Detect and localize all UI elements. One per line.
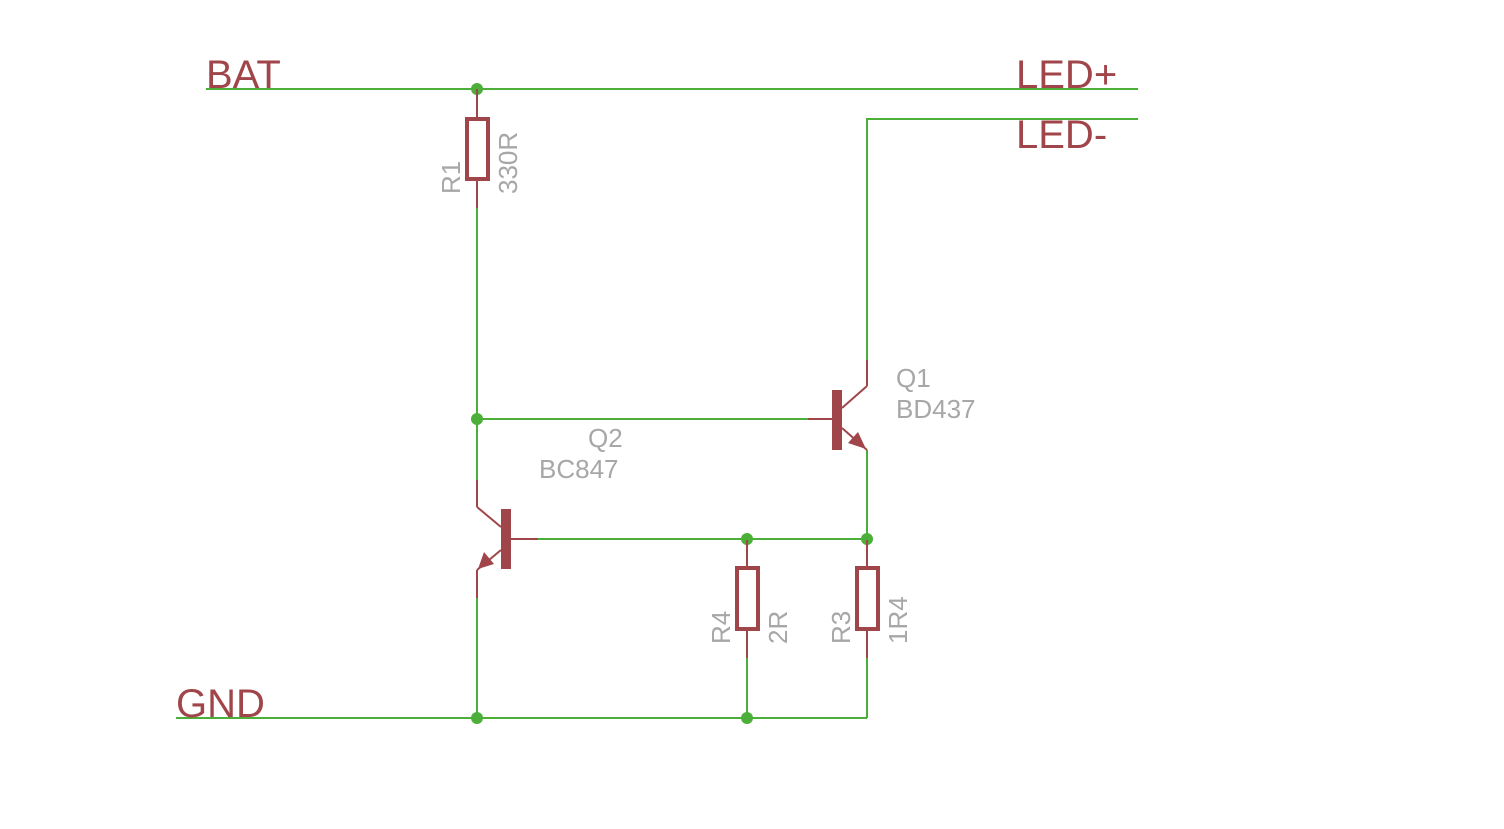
- q2-name: Q2: [588, 423, 623, 453]
- junction-dot: [471, 712, 483, 724]
- transistor-q2: Q2 BC847: [476, 423, 623, 598]
- junction-dot: [741, 533, 753, 545]
- q1-emitter-arrow-icon: [848, 432, 866, 449]
- r4-name: R4: [706, 611, 736, 644]
- junction-dot: [471, 413, 483, 425]
- q2-emitter-arrow-icon: [478, 552, 494, 569]
- junctions: [471, 83, 873, 724]
- net-label-led-plus: LED+: [1016, 53, 1117, 97]
- q1-name: Q1: [896, 363, 931, 393]
- junction-dot: [861, 533, 873, 545]
- q2-value: BC847: [539, 454, 619, 484]
- net-label-gnd: GND: [176, 682, 265, 726]
- r1-body: [465, 117, 490, 181]
- r4-body: [735, 566, 760, 631]
- junction-dot: [741, 712, 753, 724]
- q1-value: BD437: [896, 394, 976, 424]
- q2-collector-lead: [476, 506, 502, 528]
- r4-value: 2R: [763, 611, 793, 644]
- r3-body: [855, 566, 880, 631]
- r3-value: 1R4: [883, 596, 913, 644]
- led-minus-wire: [866, 118, 1138, 360]
- wires: [176, 88, 1138, 719]
- resistor-r4: R4 2R: [706, 540, 793, 658]
- q1-collector-lead: [841, 385, 868, 409]
- q1-base-bar: [832, 390, 842, 450]
- r1-value: 330R: [493, 132, 523, 194]
- net-label-bat: BAT: [206, 53, 281, 97]
- q2-base-bar: [501, 509, 511, 569]
- resistor-r1: R1 330R: [436, 89, 523, 208]
- r1-name: R1: [436, 161, 466, 194]
- r3-name: R3: [826, 611, 856, 644]
- net-label-led-minus: LED-: [1016, 113, 1107, 157]
- transistor-q1: Q1 BD437: [808, 360, 976, 451]
- net-labels: BAT LED+ LED- GND: [176, 53, 1117, 726]
- resistor-r3: R3 1R4: [826, 540, 913, 658]
